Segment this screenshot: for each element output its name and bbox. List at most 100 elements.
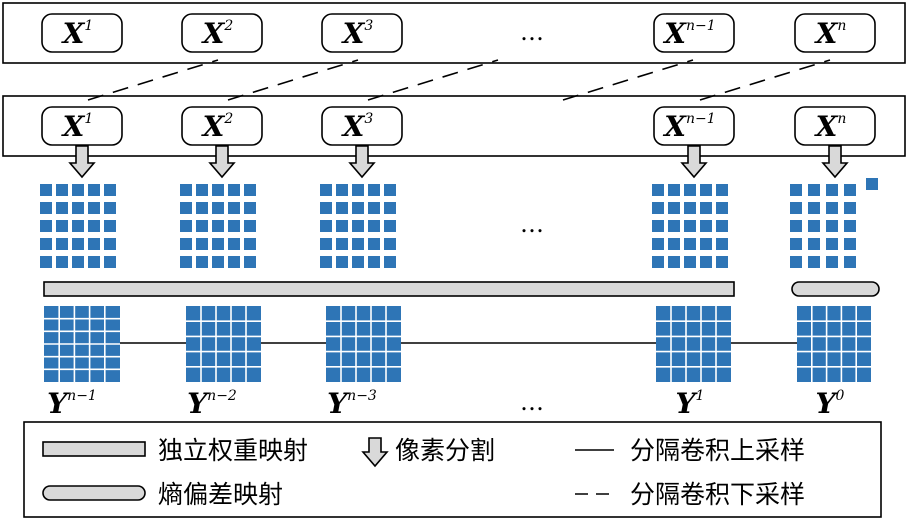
fused-block-fill — [186, 306, 261, 382]
variable-base: X — [61, 17, 86, 50]
pixel-cell — [668, 238, 680, 250]
dashed-link — [562, 59, 694, 101]
pixel-cell — [826, 238, 838, 250]
middle-frame — [2, 95, 906, 157]
fused-block-fill — [797, 306, 871, 382]
pixel-cell — [716, 238, 728, 250]
pixel-cell — [826, 256, 838, 268]
dashed-link — [227, 59, 359, 101]
pixel-split-arrow-icon — [821, 145, 849, 179]
pixel-cell — [228, 220, 240, 232]
fused-block — [656, 306, 731, 382]
variable-base: X — [814, 110, 839, 143]
variable-superscript: 2 — [223, 18, 233, 34]
pixel-cell — [320, 256, 332, 268]
pixel-cell — [320, 238, 332, 250]
pixel-cell — [212, 184, 224, 196]
pixel-cell — [56, 202, 68, 214]
pixel-cell — [180, 238, 192, 250]
dashed-link — [367, 59, 499, 101]
pixel-cell — [212, 220, 224, 232]
variable-label: X1 — [61, 17, 94, 50]
pixel-cell — [700, 184, 712, 196]
pixel-grid — [652, 184, 728, 268]
fused-block — [44, 306, 120, 382]
legend-independent-weight-label: 独立权重映射 — [158, 436, 308, 465]
variable-base: X — [814, 17, 839, 50]
variable-label: Xn−1 — [662, 110, 715, 143]
pixel-cell — [228, 184, 240, 196]
pixel-cell — [352, 202, 364, 214]
variable-box-outline — [321, 13, 403, 53]
variable-box: X1 — [41, 106, 123, 146]
pixel-cell — [368, 238, 380, 250]
pixel-cell — [336, 202, 348, 214]
pixel-cell — [104, 202, 116, 214]
legend-downsample-label: 分隔卷积下采样 — [630, 480, 805, 509]
pixel-cell — [196, 238, 208, 250]
fused-block — [326, 306, 401, 382]
grid-ellipsis: … — [520, 210, 544, 238]
pixel-grid — [180, 184, 256, 268]
variable-superscript: n — [837, 18, 846, 34]
upper-grids — [40, 178, 878, 268]
fused-block — [797, 306, 871, 382]
y-label: Yn−2 — [187, 387, 237, 420]
pixel-cell — [88, 238, 100, 250]
pixel-cell — [866, 178, 878, 190]
pixel-cell — [180, 220, 192, 232]
pixel-cell — [368, 202, 380, 214]
pixel-cell — [652, 184, 664, 196]
variable-label: X3 — [341, 17, 374, 50]
entropy-bias-bar — [791, 281, 880, 297]
legend-entropy-bias-swatch — [42, 485, 146, 501]
lower-blocks — [44, 306, 871, 382]
variable-superscript: 1 — [84, 111, 93, 127]
pixel-cell — [384, 202, 396, 214]
pixel-cell — [40, 220, 52, 232]
variable-box: X2 — [181, 13, 263, 53]
variable-box: Xn−1 — [653, 106, 735, 146]
pixel-cell — [196, 202, 208, 214]
pixel-cell — [844, 256, 856, 268]
y-label-base: Y — [187, 387, 210, 420]
variable-box-outline — [794, 13, 876, 53]
variable-box: Xn — [794, 13, 876, 53]
dashed-link — [699, 59, 831, 101]
pixel-cell — [336, 256, 348, 268]
pixel-cell — [212, 256, 224, 268]
pixel-cell — [320, 184, 332, 196]
variable-label: Xn−1 — [662, 17, 715, 50]
pixel-cell — [668, 256, 680, 268]
variable-label: Xn — [814, 17, 847, 50]
pixel-cell — [716, 220, 728, 232]
pixel-cell — [700, 238, 712, 250]
pixel-cell — [56, 238, 68, 250]
pixel-split-arrow-icon — [680, 145, 708, 179]
variable-base: X — [201, 110, 226, 143]
y-label: Yn−3 — [327, 387, 377, 420]
pixel-split-arrows — [68, 145, 849, 179]
variable-box-outline — [181, 106, 263, 146]
pixel-cell — [844, 238, 856, 250]
y-ellipsis: … — [520, 388, 544, 416]
variable-superscript: n — [837, 111, 846, 127]
variable-label: X1 — [61, 110, 94, 143]
y-label-base: Y — [327, 387, 350, 420]
variable-box: X3 — [321, 13, 403, 53]
pixel-cell — [336, 238, 348, 250]
pixel-cell — [40, 238, 52, 250]
pixel-cell — [40, 184, 52, 196]
pixel-cell — [384, 184, 396, 196]
pixel-cell — [652, 202, 664, 214]
variable-box-outline — [653, 13, 735, 53]
pixel-cell — [684, 220, 696, 232]
y-label-superscript: 0 — [836, 388, 845, 404]
pixel-cell — [56, 184, 68, 196]
pixel-cell — [244, 202, 256, 214]
pixel-cell — [684, 202, 696, 214]
pixel-cell — [844, 184, 856, 196]
variable-base: X — [662, 110, 687, 143]
pixel-cell — [716, 256, 728, 268]
y-label: Y1 — [676, 387, 705, 420]
